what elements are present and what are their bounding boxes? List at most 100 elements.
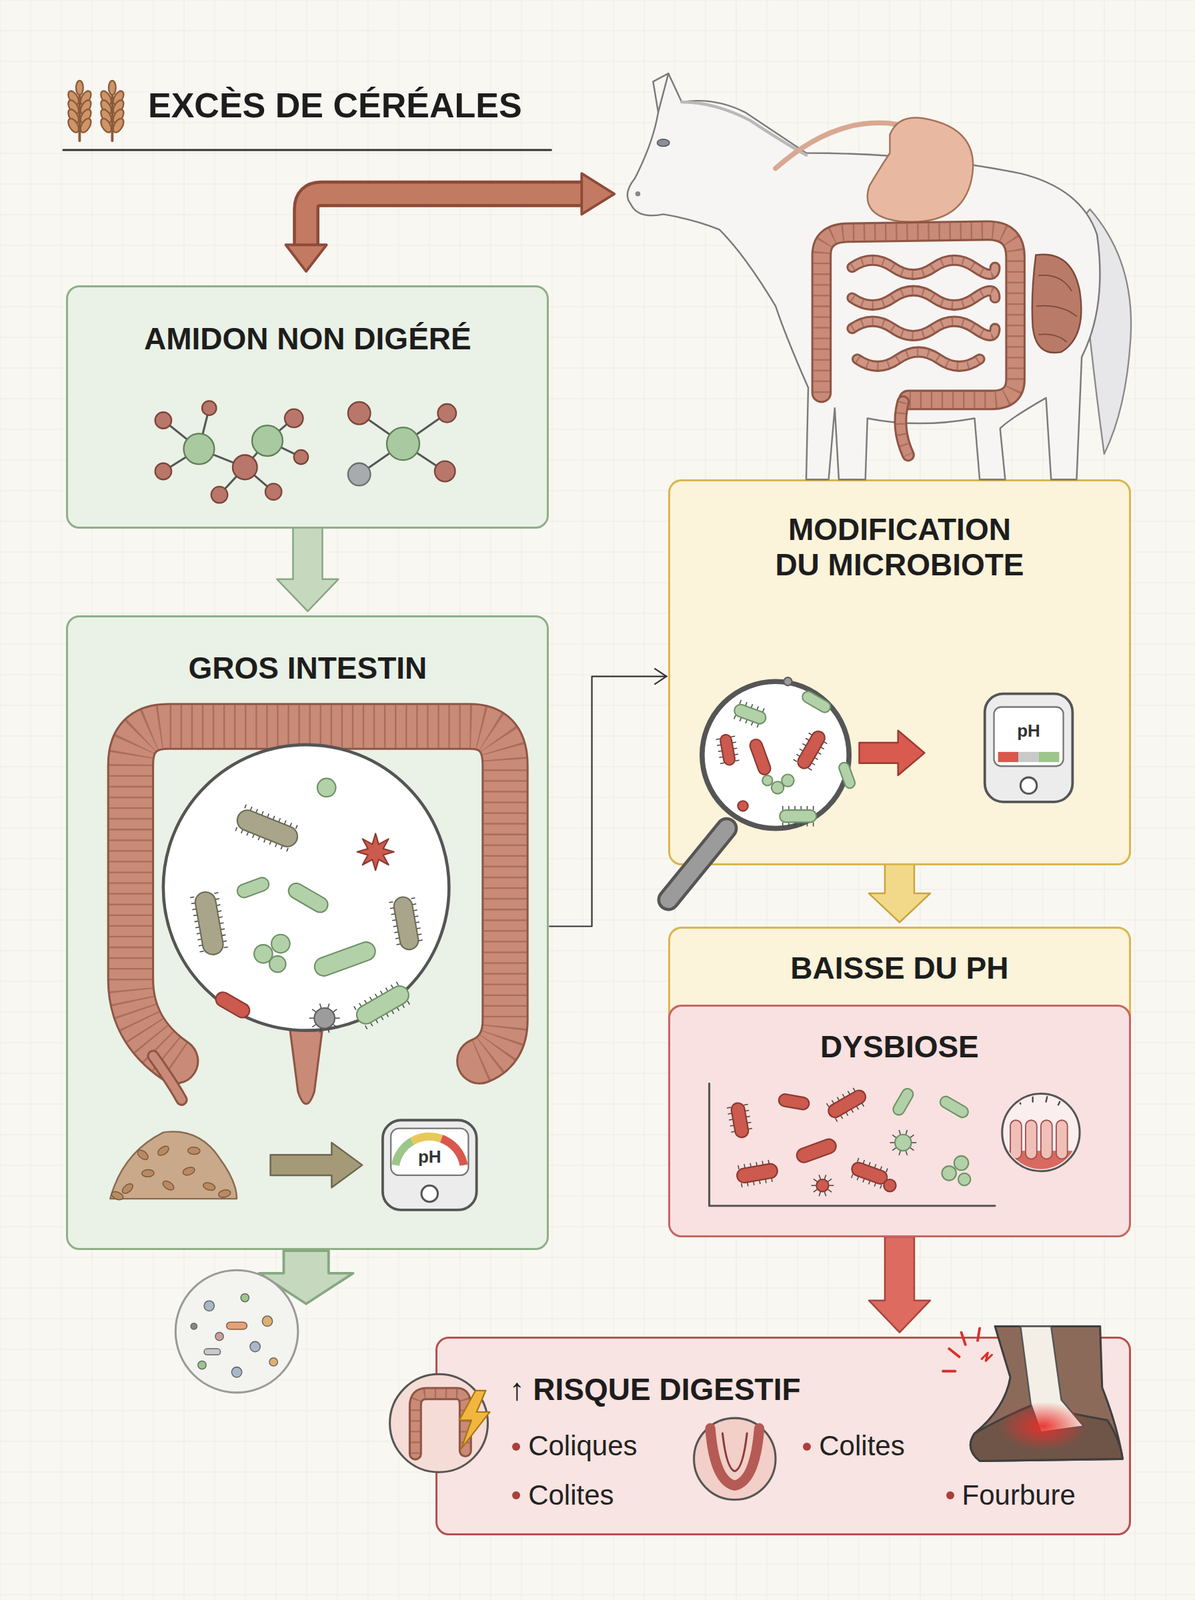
particle-circle [204,1301,215,1312]
starch-molecule [211,486,228,503]
bacteria-cluster [715,733,741,767]
rectum-icon [722,1433,747,1472]
particle-circle [250,1341,261,1352]
particle-circle [226,1322,248,1330]
starch-molecule [183,433,215,465]
villi-icon [1040,1120,1053,1159]
colon-icon [390,1374,491,1473]
bacteria-cluster [357,833,395,871]
node-heading: DYSBIOSE [680,1029,1119,1065]
horse-illustration [900,402,909,456]
dysbiosis-bacteria [777,1093,810,1111]
bullet-text: Fourbure [962,1479,1076,1512]
dysbiosis-bacteria [828,1184,835,1187]
dysbiosis-bacteria [709,1083,995,1207]
background-grid [0,0,1,1600]
dysbiosis-bacteria [826,1103,829,1107]
dysbiosis-bacteria [827,1189,832,1193]
grain-pile [110,1190,125,1202]
background-grid [0,61,1195,63]
bacteria-cluster [795,728,828,771]
ph-meter [391,1137,415,1166]
bacteria-cluster [214,892,219,894]
dysbiosis-bacteria [794,1137,839,1165]
dysbiosis-bacteria [826,1088,869,1121]
dysbiosis-bacteria [734,1158,779,1189]
bacteria-cluster [235,876,271,900]
horse-illustration [681,102,807,156]
horse-illustration [900,402,909,456]
dysbiosis-bacteria [730,1102,750,1139]
bacteria-cluster [193,890,225,957]
bacteria-cluster [317,778,337,798]
bacteria-cluster [320,1028,322,1033]
bacteria-cluster [837,761,857,791]
connector-arrow [868,1237,931,1333]
colon-illustration [130,726,506,1062]
background-grid [0,1564,1195,1566]
villi-icon [1000,1092,1082,1177]
horse-illustration [1032,254,1082,353]
bacteria-cluster [271,934,291,954]
dysbiosis-bacteria [898,1150,901,1156]
dysbiosis-bacteria [909,1147,914,1151]
bacteria-cluster [716,738,721,740]
node-heading: BAISSE DU PH [680,950,1119,987]
background-grid [0,1595,1195,1596]
bacteria-cluster [235,876,271,900]
ph-meter [984,694,1073,803]
bacteria-cluster [309,1017,315,1019]
block-arrow [868,1237,931,1333]
arrowhead [654,668,667,685]
ph-meter [1020,777,1037,794]
ph-meter [382,1120,477,1211]
bacteria-cluster [269,956,286,973]
process-arrow [270,1142,363,1188]
bacteria-cluster [189,778,424,1033]
particle-circle [175,1270,299,1394]
dysbiosis-bacteria [741,1183,743,1188]
bacteria-cluster [762,775,773,786]
horse-illustration [852,260,995,367]
bacteria-cluster [327,1028,329,1033]
ph-meter [1038,752,1060,763]
bacteria-cluster [720,762,725,764]
split-arrow [306,194,585,249]
bullet-dot [802,1443,811,1452]
dysbiosis-bacteria [938,1094,971,1121]
bacteria-cluster [737,800,748,811]
bacteria-cluster [396,944,401,945]
starch-molecule [348,402,371,425]
connector-arrow [548,668,667,927]
dysbiosis-bacteria [818,1174,821,1180]
colon-illustration [130,726,506,1105]
starch-molecule [265,483,282,500]
particle-circle [198,1361,207,1370]
bacteria-cluster [354,1006,357,1010]
particle-circle [269,1358,278,1367]
process-box: AMIDON NON DIGÉRÉ [66,285,549,529]
background-grid [1165,0,1167,1600]
bacteria-cluster [731,698,769,730]
node-heading: GROS INTESTIN [78,650,537,687]
bacteria-cluster [232,803,303,854]
ph-meter [998,752,1019,763]
bacteria-cluster [418,940,423,941]
bacteria-cluster [748,737,773,777]
bacteria-cluster [779,806,817,827]
process-arrow [270,1142,363,1188]
particle-circle [240,1293,249,1302]
horse-illustration [852,260,995,367]
dysbiosis-bacteria [726,1101,754,1140]
node-heading: AMIDON NON DIGÉRÉ [78,321,537,357]
ph-meter [421,1185,438,1202]
dysbiosis-bacteria [905,1130,907,1135]
starch-molecule [434,461,456,483]
dysbiosis-bacteria [892,1147,897,1151]
particle-circle [190,1323,197,1330]
starch-molecule [386,427,420,461]
bacteria-cluster [388,902,393,903]
bacteria-cluster [312,1024,317,1027]
grain-pile [182,1166,197,1177]
